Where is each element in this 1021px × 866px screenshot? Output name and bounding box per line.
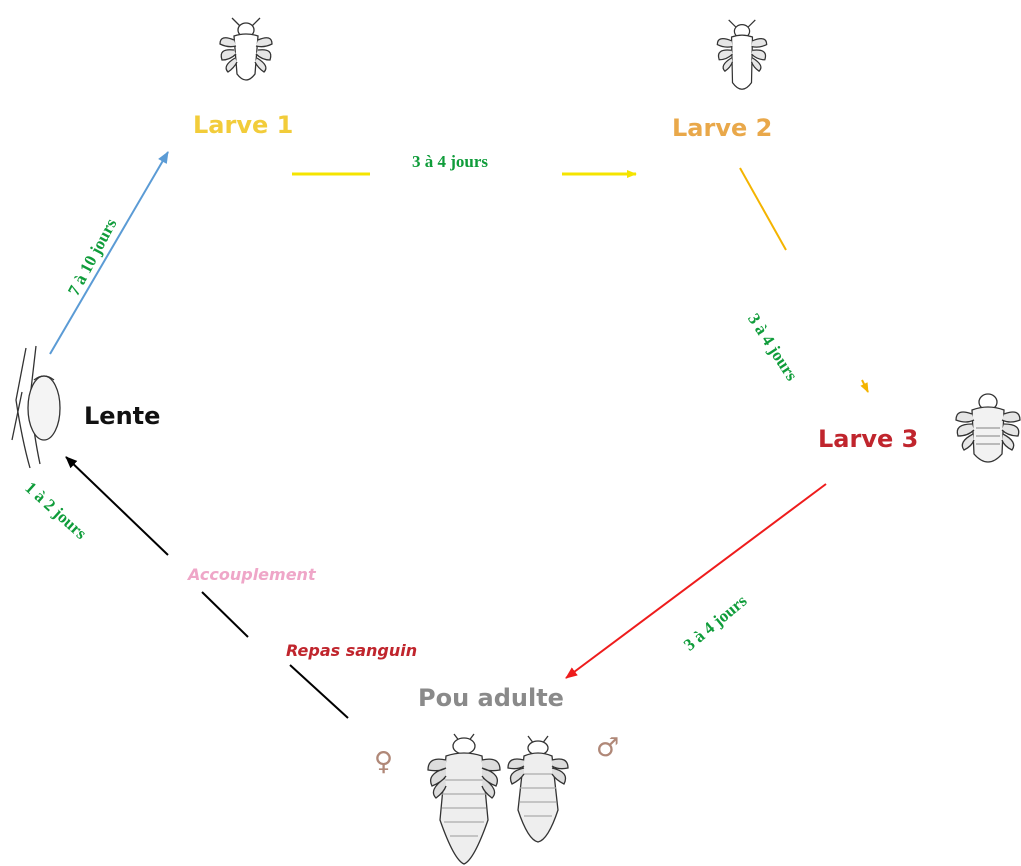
note-accouplement: Accouplement <box>188 565 316 584</box>
female-symbol: ♀ <box>374 747 393 777</box>
louse-larva-icon <box>717 20 766 89</box>
louse-larva-icon <box>220 18 272 80</box>
stage-label-larve1: Larve 1 <box>193 111 293 139</box>
stage-label-lente: Lente <box>84 402 160 430</box>
adult-louse-male-icon <box>508 736 568 842</box>
stage-label-larve2: Larve 2 <box>672 114 772 142</box>
arrow-lente-larve1 <box>50 152 168 354</box>
stage-label-larve3: Larve 3 <box>818 425 918 453</box>
arrow-larve2-larve3-segment-1 <box>740 168 786 250</box>
arrow-pou-lente-segment-1 <box>290 665 348 718</box>
adult-louse-female-icon <box>428 734 500 864</box>
arrow-pou-lente-segment-3 <box>66 457 168 555</box>
note-repas-sanguin: Repas sanguin <box>286 641 417 660</box>
louse-larva-icon <box>956 394 1020 462</box>
male-symbol: ♂ <box>596 733 619 763</box>
arrow-larve2-larve3-segment-2 <box>862 380 868 392</box>
stage-label-pou-adulte: Pou adulte <box>418 684 564 712</box>
arrow-pou-lente-segment-2 <box>202 592 248 637</box>
nit-icon <box>12 346 60 468</box>
duration-larve1-larve2: 3 à 4 jours <box>412 152 488 172</box>
